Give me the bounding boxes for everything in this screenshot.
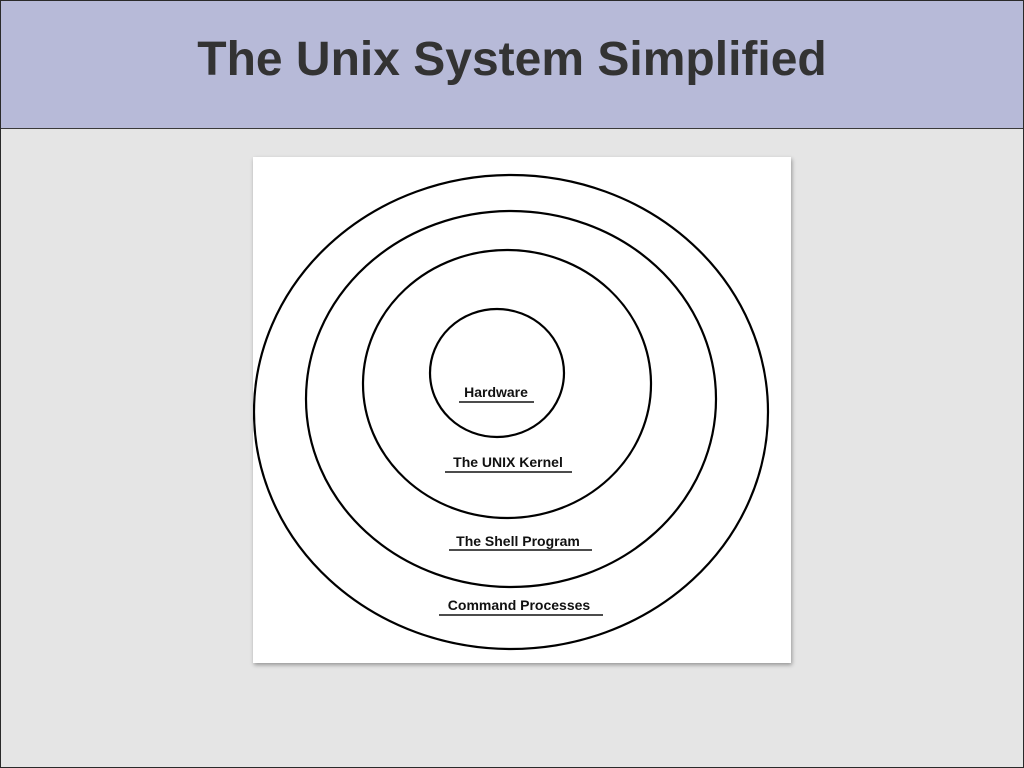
label-shell-program: The Shell Program xyxy=(456,533,580,549)
diagram-figure: Hardware The UNIX Kernel The Shell Progr… xyxy=(253,157,791,663)
label-command-processes: Command Processes xyxy=(448,597,591,613)
slide-title: The Unix System Simplified xyxy=(197,33,827,86)
ring-unix-kernel xyxy=(361,248,653,520)
title-bar: The Unix System Simplified xyxy=(1,1,1023,129)
label-unix-kernel: The UNIX Kernel xyxy=(453,454,563,470)
ring-hardware xyxy=(428,307,566,439)
label-hardware: Hardware xyxy=(464,384,528,400)
ring-shell-program xyxy=(304,209,718,589)
unix-layers-diagram: Hardware The UNIX Kernel The Shell Progr… xyxy=(253,173,770,651)
ring-command-processes xyxy=(253,173,770,651)
